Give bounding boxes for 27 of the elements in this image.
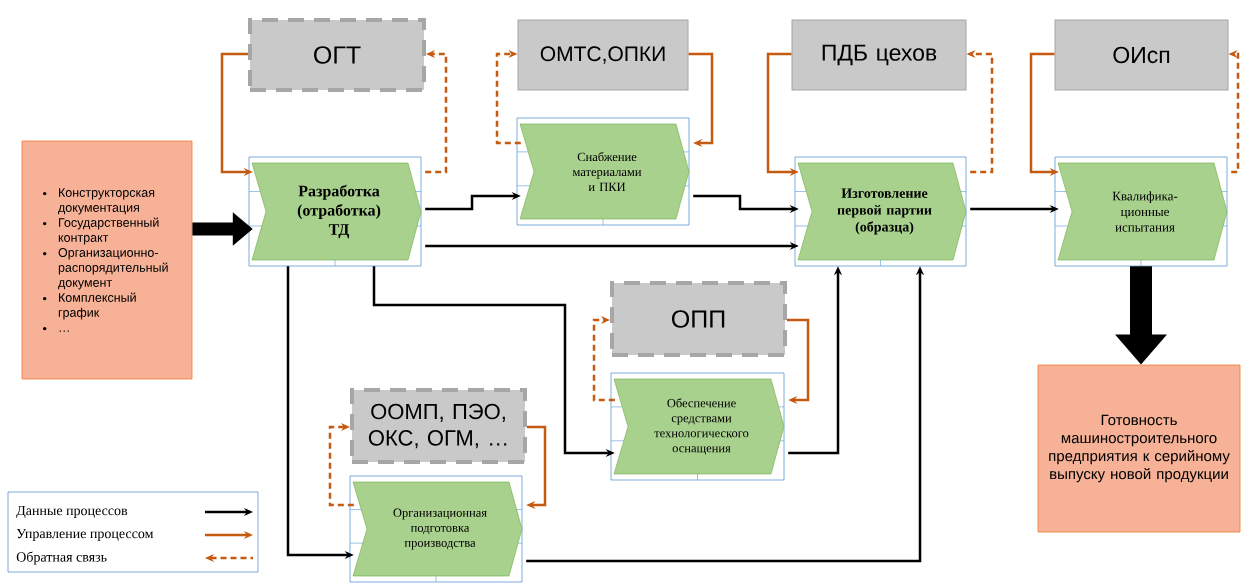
input-box bbox=[21, 140, 193, 380]
legend-label: Данные процессов bbox=[16, 505, 128, 519]
process-box: Разработка (отработка) ТД bbox=[248, 156, 422, 267]
department-box: ПДБ цехов bbox=[791, 19, 967, 91]
arrow bbox=[328, 422, 354, 507]
department-box: ОИсп bbox=[1054, 19, 1229, 91]
department-box: ОМТС,ОПКИ bbox=[517, 19, 689, 91]
legend-label: Обратная связь bbox=[16, 551, 107, 565]
bullet-item: Комплексный график bbox=[58, 292, 136, 320]
arrow bbox=[592, 315, 615, 402]
arrow bbox=[787, 318, 810, 405]
process-box: Изготовление первой партии (образца) bbox=[794, 156, 967, 267]
process-box: Снабжение материалами и ПКИ bbox=[516, 117, 690, 226]
arrow bbox=[688, 52, 714, 148]
department-box: ОГТ bbox=[248, 18, 426, 92]
process-box: Организационная подготовка производства bbox=[349, 475, 523, 583]
result-box: Готовность машиностроительного предприятия к серийному выпуску новой продукции bbox=[1037, 364, 1241, 533]
arrow bbox=[495, 49, 521, 145]
process-box: Квалифика- ционные испытания bbox=[1054, 156, 1228, 267]
bullet-item: Государственный контракт bbox=[58, 217, 159, 245]
process-box: Обеспечение средствами технологического оснащения bbox=[610, 372, 785, 481]
department-box: ОПП bbox=[610, 281, 787, 357]
bullet-item: Организационно-распорядительный документ bbox=[58, 248, 168, 290]
department-box: ООМП, ПЭО, ОКС, ОГМ, … bbox=[350, 388, 527, 464]
legend-label: Управление процессом bbox=[16, 528, 154, 542]
bullet-item: … bbox=[59, 330, 69, 332]
bullet-item: Конструкторская документация bbox=[58, 188, 155, 215]
